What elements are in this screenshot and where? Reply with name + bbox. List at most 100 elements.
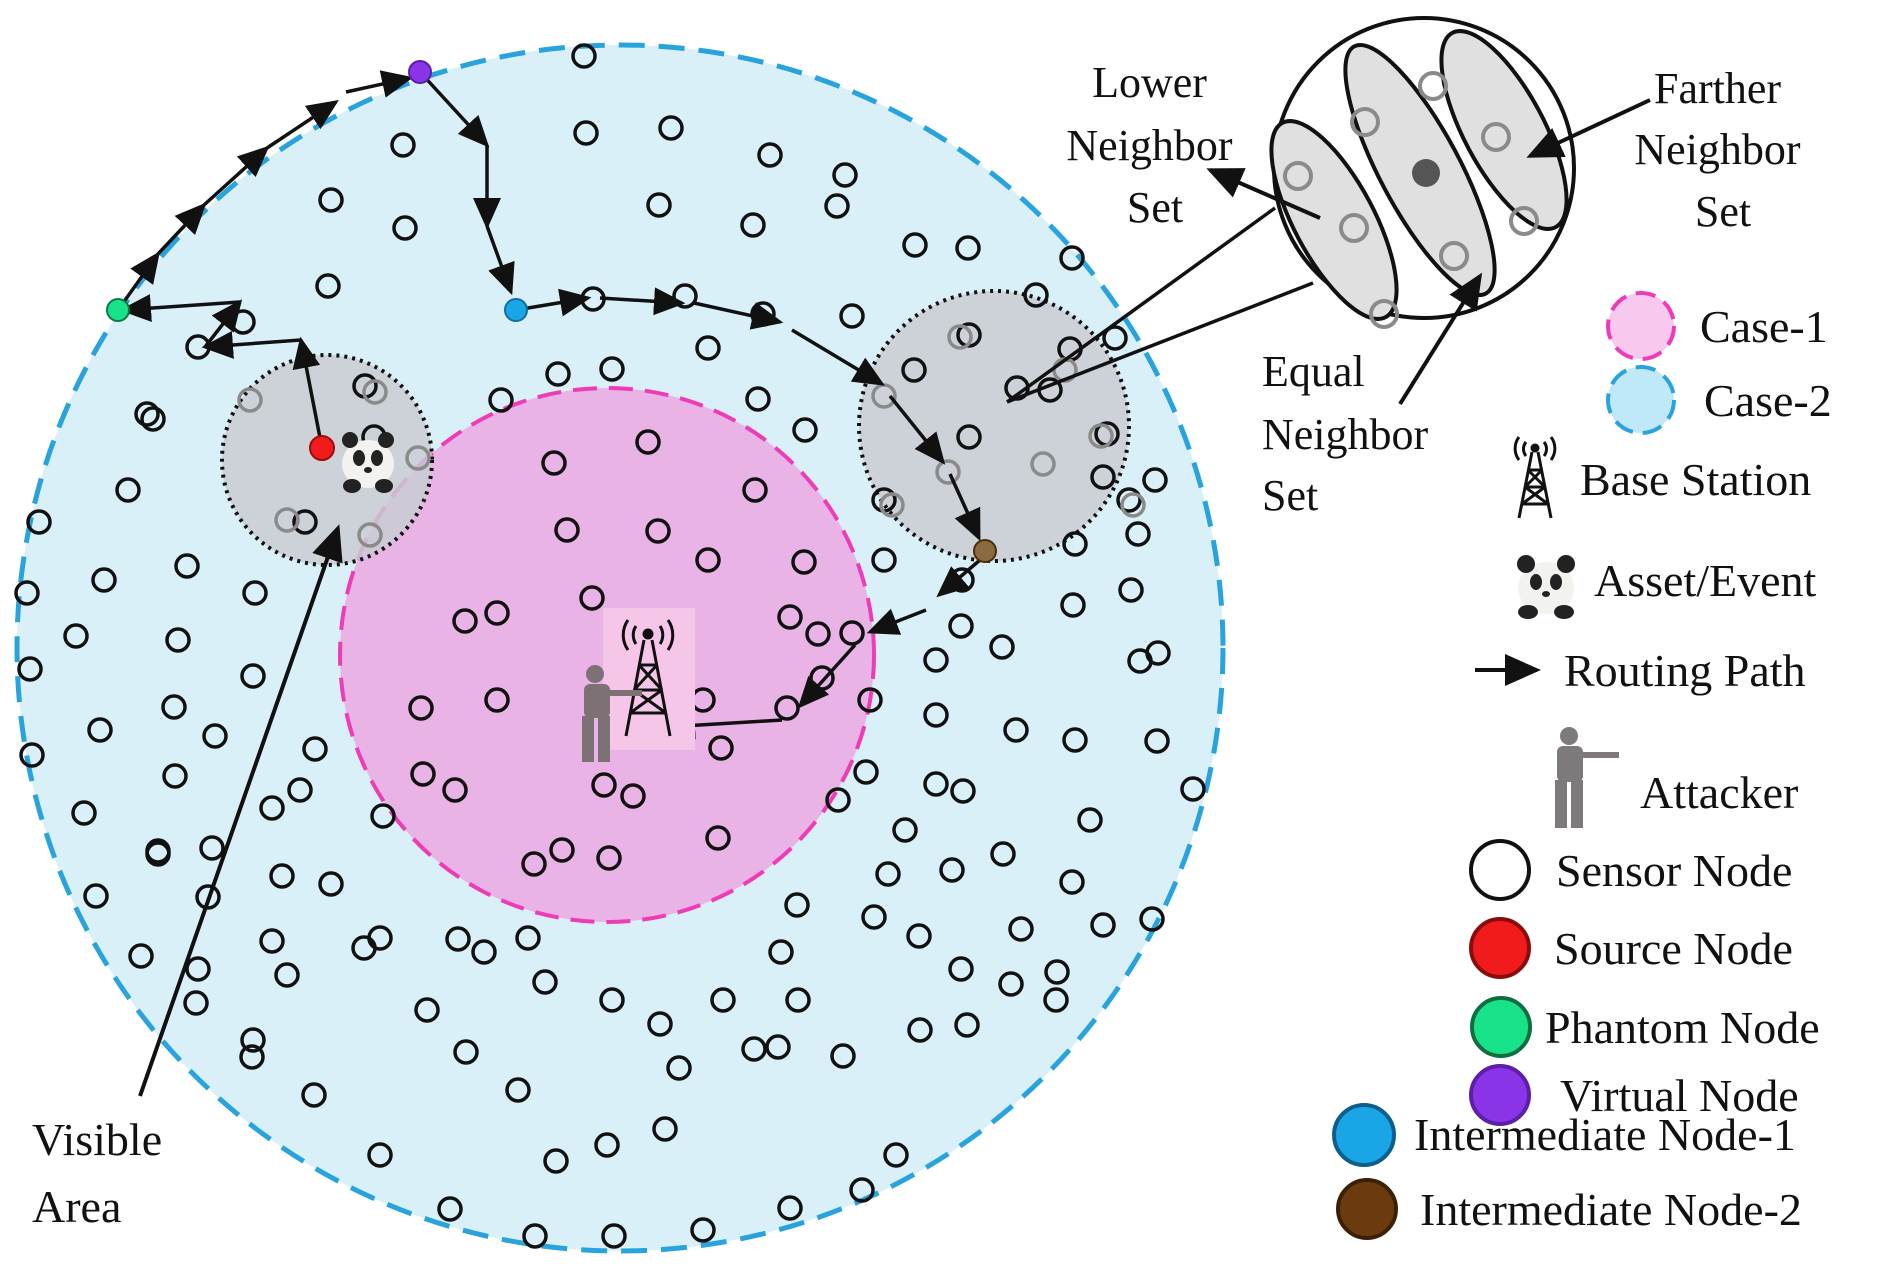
sensor-node bbox=[658, 115, 684, 141]
sensor-nodes bbox=[14, 43, 1206, 1249]
routing-segment bbox=[485, 225, 515, 296]
sensor-node bbox=[956, 424, 982, 450]
sensor-node bbox=[695, 335, 721, 361]
routing-segment bbox=[948, 473, 981, 542]
sensor-node bbox=[861, 904, 887, 930]
legend-case1-swatch bbox=[1606, 291, 1676, 361]
intermediate-node-2 bbox=[973, 539, 997, 563]
lower-neighbor-ellipse bbox=[1269, 119, 1399, 321]
lower-neighbor-label: Lower Neighbor Set bbox=[1066, 58, 1243, 232]
routing-segment bbox=[693, 301, 784, 330]
legend-attacker-icon bbox=[1555, 727, 1619, 828]
visible-sensor-node bbox=[405, 445, 431, 471]
sensor-node bbox=[390, 132, 416, 158]
sensor-node bbox=[195, 884, 221, 910]
sensor-node bbox=[488, 387, 514, 413]
sensor-node bbox=[259, 928, 285, 954]
sensor-node bbox=[871, 547, 897, 573]
sensor-node bbox=[652, 1116, 678, 1142]
sensor-node bbox=[645, 518, 671, 544]
legend-sensor-node-swatch bbox=[1469, 839, 1531, 901]
routing-segment bbox=[866, 608, 927, 635]
sensor-node bbox=[83, 883, 109, 909]
legend: Case-1 Case-2 Base Station Asset/Event R… bbox=[1332, 291, 1832, 1240]
sensor-node bbox=[1118, 577, 1144, 603]
sensor-node bbox=[410, 761, 436, 787]
sensor-node bbox=[242, 580, 268, 606]
sensor-node bbox=[765, 1034, 791, 1060]
virtual-node bbox=[408, 60, 432, 84]
sensor-node bbox=[741, 1036, 767, 1062]
sensor-node bbox=[1077, 807, 1103, 833]
sensor-node bbox=[521, 851, 547, 877]
sensor-node bbox=[240, 663, 266, 689]
sensor-node bbox=[594, 1132, 620, 1158]
legend-intermediate-node-2-swatch bbox=[1336, 1178, 1398, 1240]
sensor-node bbox=[162, 763, 188, 789]
sensor-node bbox=[777, 604, 803, 630]
legend-virtual-node-swatch bbox=[1469, 1064, 1531, 1126]
sensor-node bbox=[1062, 727, 1088, 753]
sensor-node bbox=[825, 787, 851, 813]
legend-panda-icon bbox=[1517, 555, 1575, 619]
legend-case2-label: Case-2 bbox=[1704, 375, 1832, 426]
sensor-node bbox=[484, 687, 510, 713]
sensor-node bbox=[939, 857, 965, 883]
routing-segment bbox=[797, 643, 857, 709]
sensor-node bbox=[1008, 916, 1034, 942]
legend-intermediate-node-1-swatch bbox=[1332, 1103, 1396, 1167]
sensor-node bbox=[768, 939, 794, 965]
visible-area-label: Visible Area bbox=[32, 1114, 174, 1232]
sensor-node bbox=[742, 477, 768, 503]
sensor-node bbox=[532, 969, 558, 995]
sensor-node bbox=[579, 585, 605, 611]
sensor-node bbox=[705, 825, 731, 851]
routing-segment bbox=[515, 288, 592, 317]
routing-segment bbox=[201, 331, 302, 359]
visible-sensor-node bbox=[237, 387, 263, 413]
equal-neighbor-pointer bbox=[1398, 272, 1483, 406]
sensor-node bbox=[302, 736, 328, 762]
legend-source-node-swatch bbox=[1469, 917, 1531, 979]
legend-case1-label: Case-1 bbox=[1700, 301, 1828, 352]
routing-segment bbox=[202, 145, 270, 207]
visible-sensor-node bbox=[1120, 492, 1146, 518]
intermediate-node-1 bbox=[504, 298, 528, 322]
sensor-node bbox=[989, 634, 1015, 660]
sensor-node bbox=[1139, 906, 1165, 932]
sensor-node bbox=[599, 356, 625, 382]
sensor-node bbox=[591, 772, 617, 798]
sensor-node bbox=[315, 273, 341, 299]
sensor-node bbox=[287, 777, 313, 803]
sensor-node bbox=[115, 477, 141, 503]
sensor-node bbox=[63, 623, 89, 649]
phantom-node bbox=[106, 298, 130, 322]
neighbor-zoom bbox=[1005, 16, 1576, 404]
sensor-node bbox=[830, 1043, 856, 1069]
sensor-node bbox=[708, 735, 734, 761]
sensor-node bbox=[923, 702, 949, 728]
sensor-node bbox=[174, 553, 200, 579]
sensor-node bbox=[1059, 869, 1085, 895]
sensor-node bbox=[19, 742, 45, 768]
sensor-node bbox=[269, 863, 295, 889]
sensor-node bbox=[839, 620, 865, 646]
sensor-node bbox=[695, 547, 721, 573]
sensor-node bbox=[596, 845, 622, 871]
sensor-node bbox=[998, 971, 1024, 997]
center-node bbox=[1412, 159, 1440, 187]
sensor-node bbox=[955, 235, 981, 261]
sensor-node bbox=[824, 193, 850, 219]
sensor-node bbox=[549, 837, 575, 863]
sensor-node bbox=[318, 871, 344, 897]
sensor-node bbox=[161, 694, 187, 720]
sensor-node bbox=[892, 817, 918, 843]
routing-segment bbox=[119, 294, 241, 323]
sensor-node bbox=[1144, 728, 1170, 754]
legend-intermediate-node-2-label: Intermediate Node-2 bbox=[1420, 1184, 1802, 1235]
sensor-node bbox=[452, 608, 478, 634]
routing-segment bbox=[266, 100, 339, 150]
sensor-node bbox=[1090, 464, 1116, 490]
sensor-node bbox=[710, 987, 736, 1013]
sensor-node bbox=[923, 647, 949, 673]
